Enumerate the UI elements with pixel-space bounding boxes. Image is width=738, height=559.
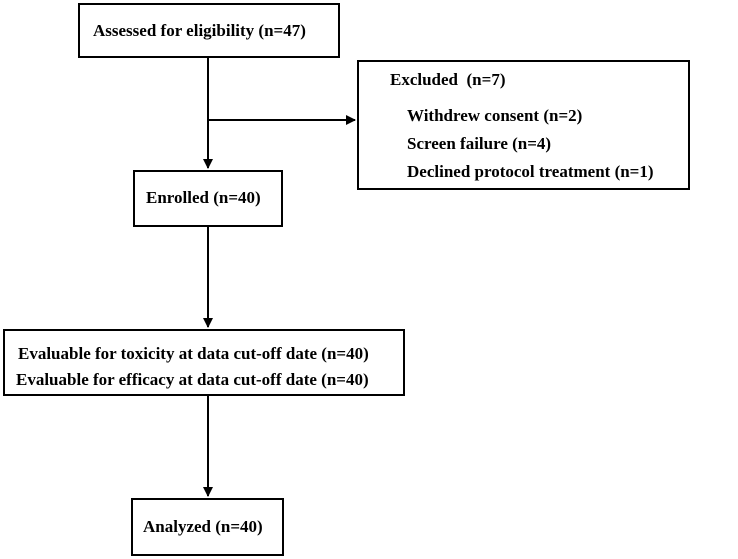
analyzed-label: Analyzed (n=40) [143,517,263,536]
enrolled-box [133,170,283,227]
evaluable-box [3,329,405,396]
excluded-reason-withdrew: Withdrew consent (n=2) [407,106,583,125]
excluded-box [357,60,690,190]
analyzed-box [131,498,284,556]
enrolled-label: Enrolled (n=40) [146,188,261,207]
assessed-box [78,3,340,58]
evaluable-efficacy-label: Evaluable for efficacy at data cut-off d… [16,370,369,389]
evaluable-toxicity-label: Evaluable for toxicity at data cut-off d… [18,344,369,363]
excluded-reason-declined: Declined protocol treatment (n=1) [407,162,654,181]
assessed-label: Assessed for eligibility (n=47) [93,21,306,40]
excluded-reason-screen-failure: Screen failure (n=4) [407,134,552,153]
excluded-title: Excluded (n=7) [390,70,506,89]
